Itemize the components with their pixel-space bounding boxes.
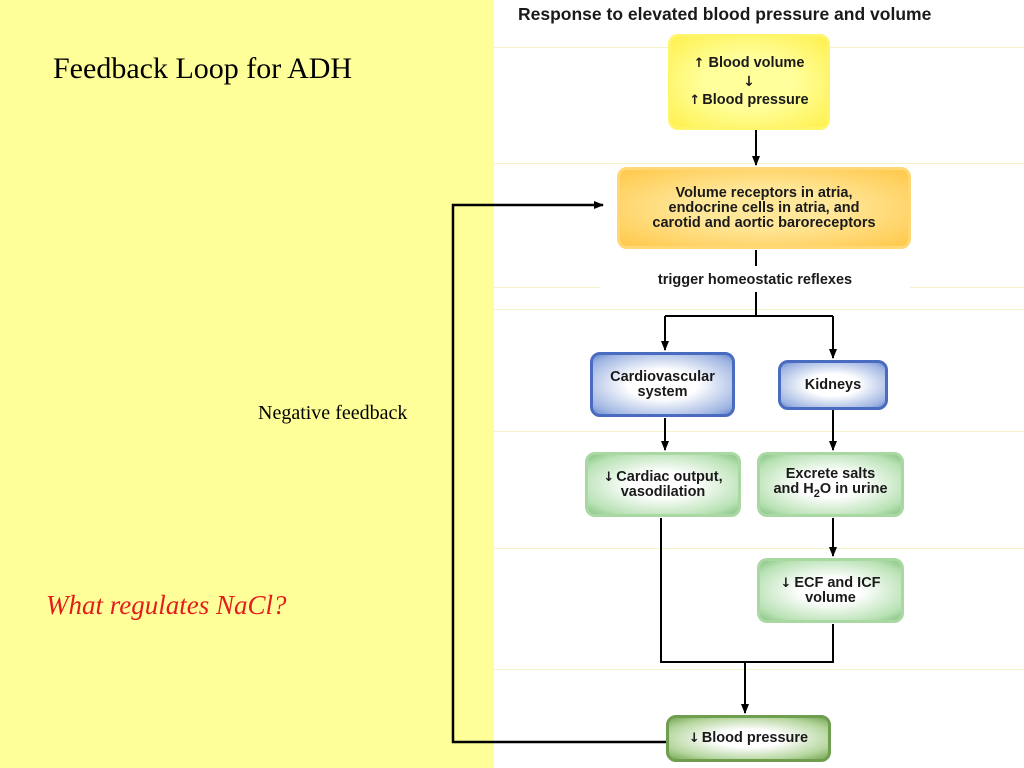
connector-fluid-to-merge [745,624,834,663]
cardiac-output-label: Cardiac output, [616,468,723,485]
excrete-salts-box: Excrete salts and H2O in urine [757,452,904,517]
cardiovascular-line-1: Cardiovascular [610,368,715,385]
receptors-box: Volume receptors in atria, endocrine cel… [617,167,911,249]
stimulus-box: ↑ Blood volume ↓ ↑ Blood pressure [668,34,830,130]
blood-volume-label: Blood volume [708,55,805,71]
vasodilation-label: vasodilation [620,483,706,500]
diagram-heading: Response to elevated blood pressure and … [518,4,932,24]
cardiovascular-line-2: system [637,383,688,400]
cardiovascular-box: Cardiovascular system [590,352,735,417]
up-arrow-icon: ↑ [689,93,701,108]
down-arrow-icon: ↓ [688,731,700,746]
slide-title: Feedback Loop for ADH [53,52,353,85]
result-blood-pressure-box: ↓ Blood pressure [666,715,831,762]
cardiac-output-box: ↓ Cardiac output, vasodilation [585,452,741,517]
question-text: What regulates NaCl? [46,590,287,620]
negative-feedback-loop-line [451,201,666,744]
receptors-line-2: endocrine cells in atria, and [668,199,860,216]
ecf-icf-box: ↓ ECF and ICF volume [757,558,904,623]
excrete-salts-label: Excrete salts [785,466,876,483]
water-label-prefix: and H [773,481,814,498]
kidneys-label: Kidneys [804,376,862,393]
down-arrow-icon: ↓ [780,575,792,591]
rule-line [494,431,1024,432]
receptors-line-1: Volume receptors in atria, [675,184,853,201]
slide-left-panel [0,0,494,768]
rule-line [494,309,1024,310]
water-subscript: 2 [813,487,820,500]
negative-feedback-label: Negative feedback [258,402,408,424]
reflex-label: trigger homeostatic reflexes [600,272,910,288]
volume-label: volume [805,589,856,606]
water-label-suffix: O in urine [819,481,888,498]
result-blood-pressure-label: Blood pressure [701,730,809,746]
rule-line [494,548,1024,549]
blood-pressure-label: Blood pressure [702,92,809,108]
ecf-icf-label: ECF and ICF [794,574,881,591]
receptors-line-3: carotid and aortic baroreceptors [652,214,876,231]
down-arrow-icon: ↓ [603,469,615,485]
rule-line [494,669,1024,670]
kidneys-box: Kidneys [778,360,888,410]
water-in-urine-label: and H2O in urine [773,482,887,502]
down-arrow-icon: ↓ [743,74,755,90]
up-arrow-icon: ↑ [693,56,705,71]
connector-cardiac-to-merge [660,518,745,663]
